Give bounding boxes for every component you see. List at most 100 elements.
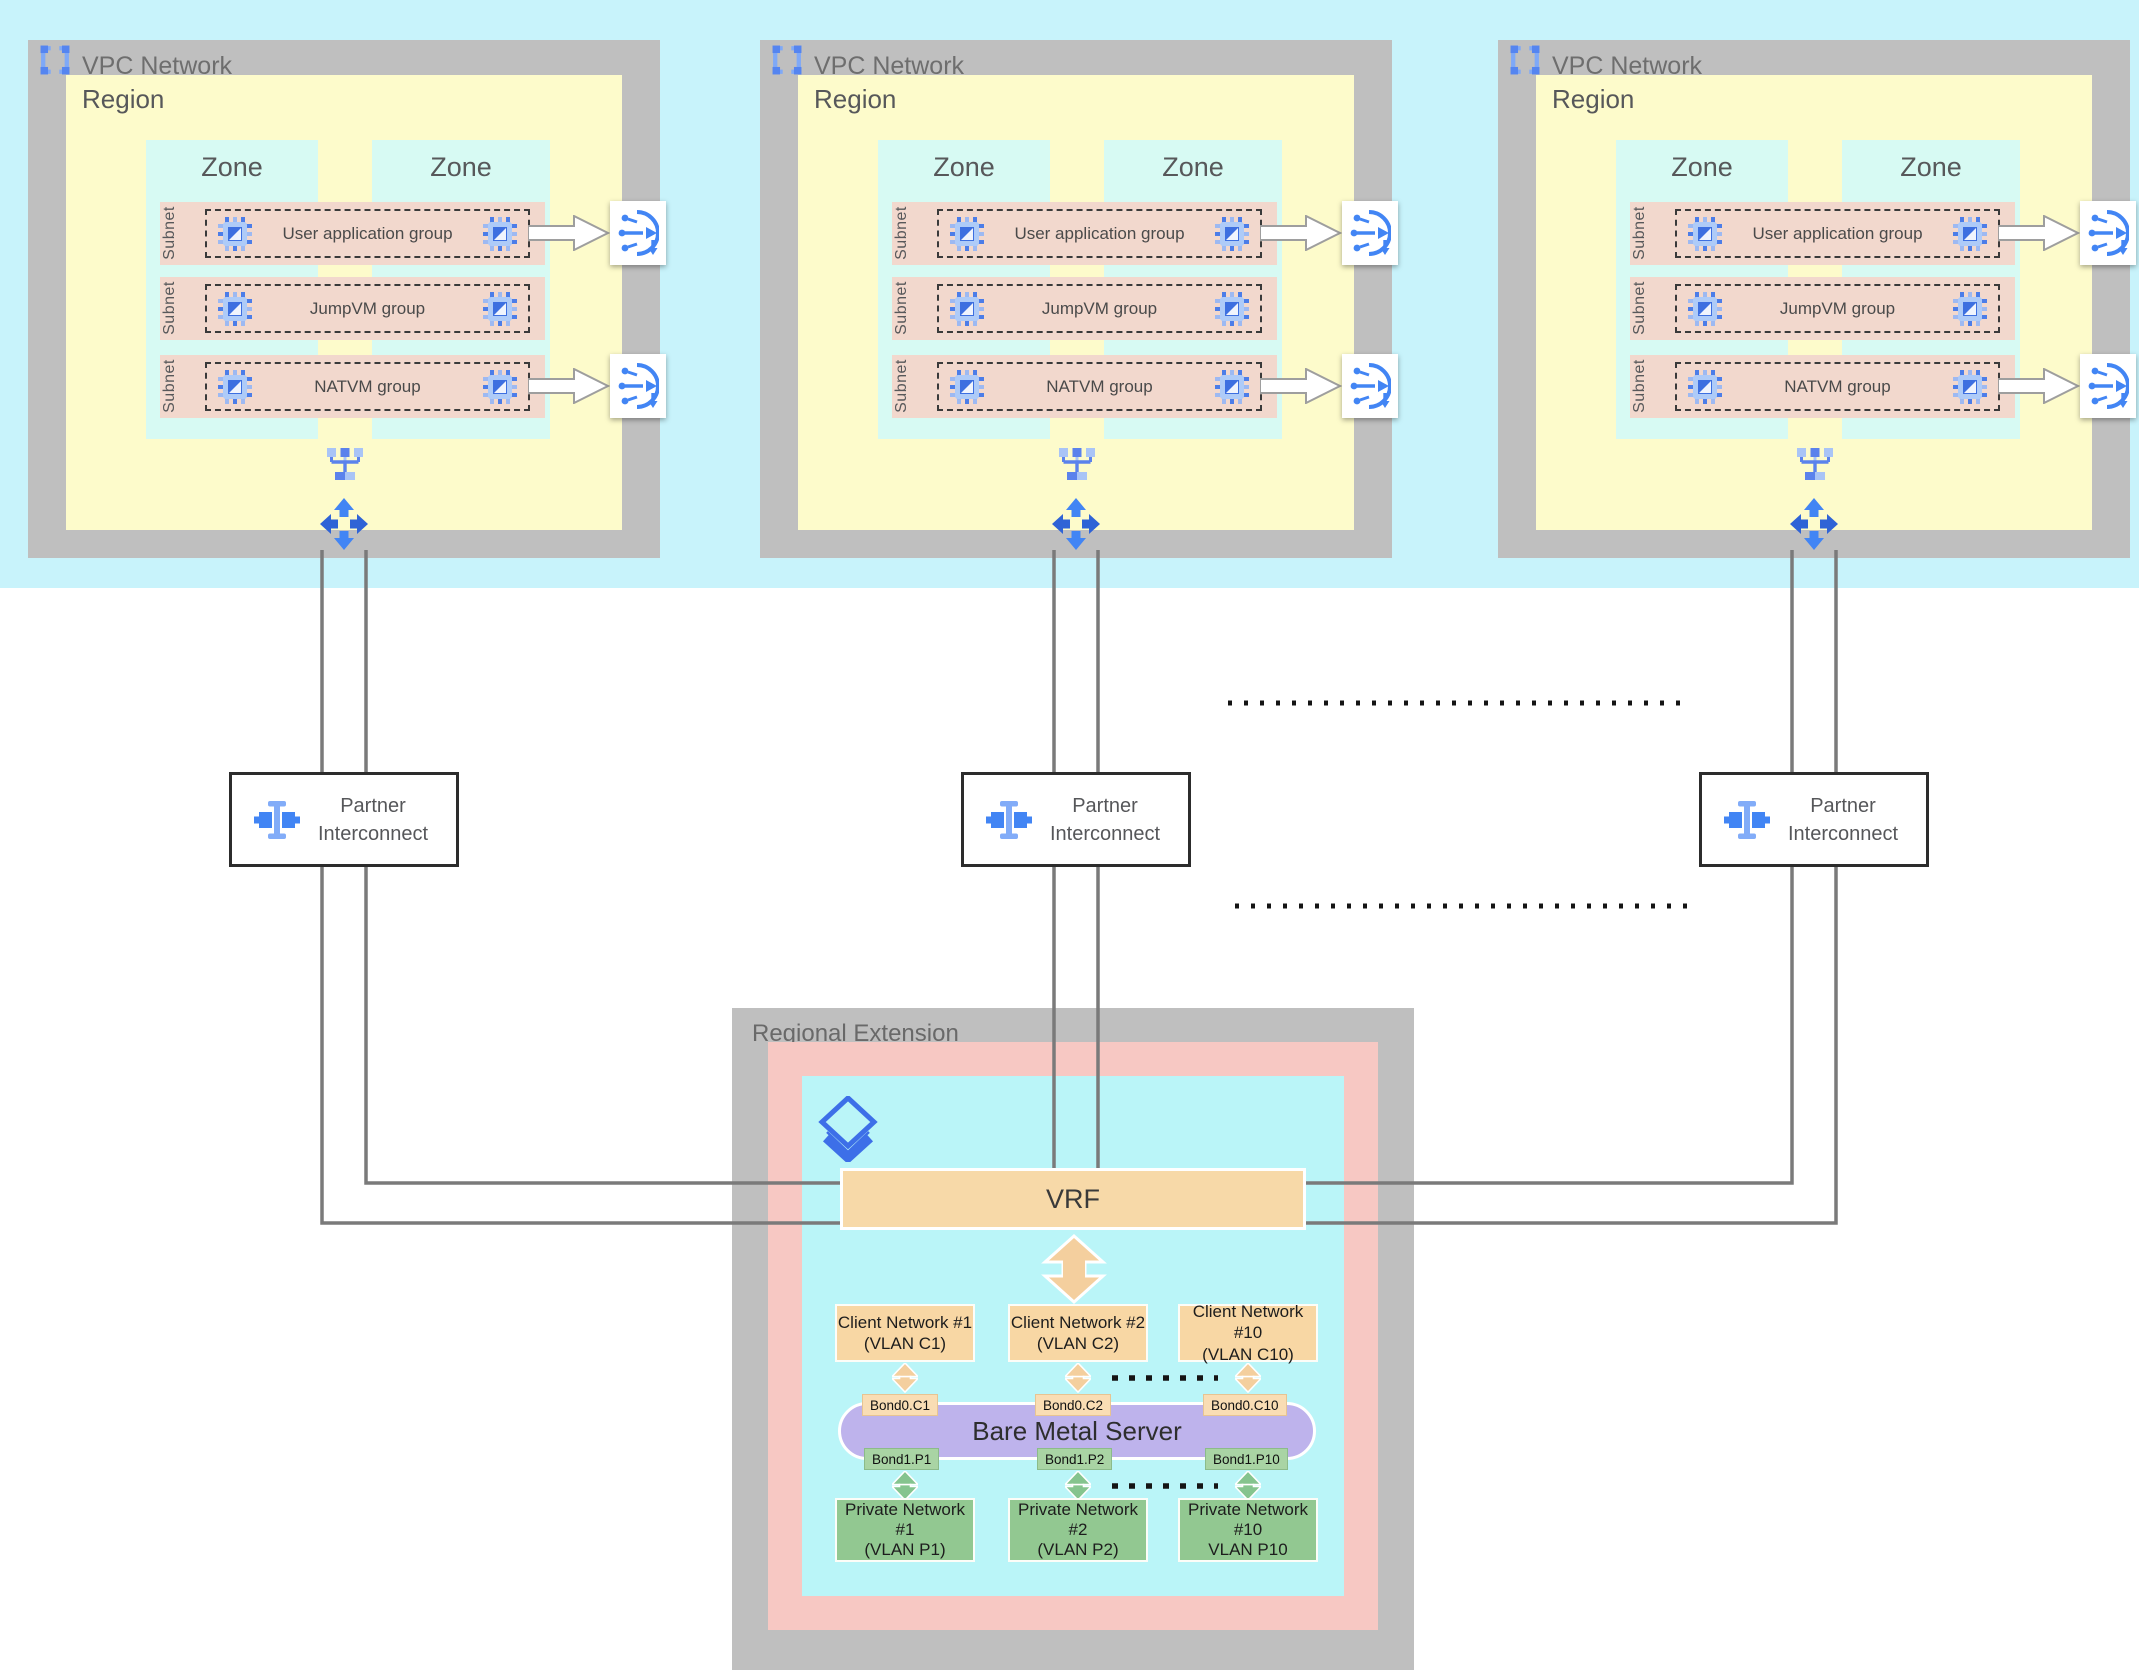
routes-icon — [1790, 498, 1838, 550]
vpc-network-3: VPC Network Region Zone Zone Subnet User… — [1498, 40, 2136, 558]
subnet-label: Subnet — [893, 280, 910, 335]
compute-vm-icon — [218, 216, 252, 251]
load-balancer-box — [610, 354, 666, 418]
client-link-arrow — [1065, 1363, 1091, 1393]
zone-title: Zone — [1162, 152, 1224, 182]
instance-group-box: User application group — [205, 209, 530, 258]
interconnect-layers-icon — [818, 1096, 878, 1162]
instance-group-label: JumpVM group — [309, 298, 426, 318]
client-network-box: Client Network #2 (VLAN C2) — [1008, 1304, 1148, 1362]
subnet-row: Subnet JumpVM group — [1630, 277, 2015, 340]
client-network-label: Client Network #10 — [1192, 1302, 1304, 1343]
compute-vm-icon — [483, 291, 517, 326]
private-link-arrow — [892, 1471, 918, 1501]
compute-vm-icon — [950, 369, 984, 404]
subnet-row: Subnet JumpVM group — [160, 277, 545, 340]
client-network-vlan: (VLAN C2) — [1036, 1334, 1120, 1353]
load-balancer-icon — [1349, 210, 1391, 256]
load-balancer-box — [1342, 354, 1398, 418]
instance-group-label: User application group — [1752, 223, 1923, 243]
network-switch-icon — [1797, 446, 1833, 482]
compute-vm-icon — [1688, 216, 1722, 251]
partner-interconnect-label: Partner Interconnect — [1049, 794, 1161, 845]
subnet-label: Subnet — [1631, 280, 1648, 335]
vpc-network-icon — [40, 45, 70, 75]
instance-group-box: NATVM group — [1675, 362, 2000, 411]
load-balancer-icon — [2087, 363, 2129, 409]
subnet-row: Subnet NATVM group — [892, 355, 1277, 418]
load-balancer-icon — [1349, 363, 1391, 409]
private-network-vlan: (VLAN P2) — [1037, 1540, 1119, 1560]
subnet-label: Subnet — [893, 358, 910, 413]
vpc-network-icon — [1510, 45, 1540, 75]
compute-vm-icon — [1953, 369, 1987, 404]
private-link-arrow — [1065, 1471, 1091, 1501]
instance-group-box: JumpVM group — [1675, 284, 2000, 333]
partner-interconnect-box: Partner Interconnect — [961, 772, 1191, 867]
compute-vm-icon — [218, 291, 252, 326]
vrf-bar: VRF — [840, 1168, 1306, 1230]
zone-title: Zone — [201, 152, 263, 182]
subnet-label: Subnet — [161, 280, 178, 335]
load-balancer-box — [2080, 201, 2136, 265]
instance-group-label: User application group — [282, 223, 453, 243]
partner-interconnect-label: Partner Interconnect — [317, 794, 429, 845]
client-link-arrow — [1235, 1363, 1261, 1393]
egress-arrow — [1260, 368, 1341, 404]
private-link-arrow — [1235, 1471, 1261, 1501]
subnet-row: Subnet User application group — [892, 202, 1277, 265]
compute-vm-icon — [218, 369, 252, 404]
load-balancer-icon — [617, 210, 659, 256]
routes-icon — [320, 498, 368, 550]
egress-arrow — [1998, 215, 2079, 251]
partner-interconnect-box: Partner Interconnect — [1699, 772, 1929, 867]
vpc-network-2: VPC Network Region Zone Zone Subnet User… — [760, 40, 1398, 558]
subnet-label: Subnet — [161, 205, 178, 260]
load-balancer-box — [2080, 354, 2136, 418]
egress-arrow — [528, 215, 609, 251]
compute-vm-icon — [483, 369, 517, 404]
client-link-arrow — [892, 1363, 918, 1393]
partner-interconnect-box: Partner Interconnect — [229, 772, 459, 867]
compute-vm-icon — [1215, 216, 1249, 251]
instance-group-box: User application group — [937, 209, 1262, 258]
egress-arrow — [528, 368, 609, 404]
region-title: Region — [814, 84, 897, 114]
compute-vm-icon — [1688, 369, 1722, 404]
zone-title: Zone — [933, 152, 995, 182]
zone-title: Zone — [1671, 152, 1733, 182]
subnet-label: Subnet — [1631, 358, 1648, 413]
instance-group-label: JumpVM group — [1041, 298, 1158, 318]
instance-group-box: JumpVM group — [205, 284, 530, 333]
routes-icon — [1052, 498, 1100, 550]
subnet-label: Subnet — [1631, 205, 1648, 260]
zone-title: Zone — [430, 152, 492, 182]
partner-interconnect-label: Partner Interconnect — [1787, 794, 1899, 845]
instance-group-label: NATVM group — [1046, 376, 1153, 396]
private-network-number: #10 — [1233, 1519, 1263, 1539]
partner-interconnect-icon — [1724, 800, 1770, 839]
instance-group-label: NATVM group — [1784, 376, 1891, 396]
compute-vm-icon — [1953, 216, 1987, 251]
compute-vm-icon — [950, 216, 984, 251]
network-switch-icon — [327, 446, 363, 482]
load-balancer-icon — [617, 363, 659, 409]
bond-interface-label: Bond0.C10 — [1203, 1394, 1287, 1416]
compute-vm-icon — [1215, 291, 1249, 326]
vpc-network-icon — [772, 45, 802, 75]
private-network-label: Private Network — [1188, 1499, 1308, 1519]
client-network-box: Client Network #1 (VLAN C1) — [835, 1304, 975, 1362]
subnet-row: Subnet JumpVM group — [892, 277, 1277, 340]
subnet-row: Subnet User application group — [1630, 202, 2015, 265]
instance-group-box: NATVM group — [937, 362, 1262, 411]
private-network-vlan: (VLAN P1) — [864, 1540, 946, 1560]
subnet-row: Subnet User application group — [160, 202, 545, 265]
compute-vm-icon — [1688, 291, 1722, 326]
subnet-label: Subnet — [161, 358, 178, 413]
client-network-vlan: (VLAN C10) — [1202, 1344, 1294, 1364]
vrf-bidirectional-arrow — [1041, 1234, 1107, 1304]
bond-interface-label: Bond1.P1 — [864, 1448, 940, 1470]
client-network-label: Client Network #1 — [837, 1312, 973, 1332]
private-network-box: Private Network #10 VLAN P10 — [1178, 1498, 1318, 1562]
egress-arrow — [1260, 215, 1341, 251]
